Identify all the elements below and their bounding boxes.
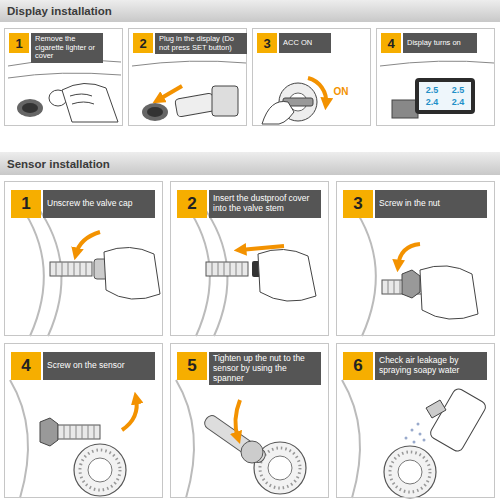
step-panel: 2Plug in the display (Do not press SET b…: [128, 28, 247, 126]
step-caption: Check air leakage by spraying soapy wate…: [375, 352, 487, 380]
step-panel: 5Tighten up the nut to the sensor by usi…: [170, 343, 329, 498]
step-panel: 1Remove the cigarette lighter or cover: [4, 28, 123, 126]
pressure-reading: 2.4: [446, 96, 470, 108]
step-number: 2: [177, 190, 207, 218]
plug-illustration: [132, 61, 246, 121]
step-panel: 1Unscrew the valve cap: [4, 181, 163, 336]
pressure-reading: 2.5: [446, 84, 470, 96]
step-caption: Plug in the display (Do not press SET bu…: [155, 33, 247, 54]
step-number: 6: [343, 352, 373, 380]
step-caption: Display turns on: [403, 33, 477, 53]
step-caption: Screw on the sensor: [43, 352, 155, 380]
step-caption: ACC ON: [279, 33, 331, 53]
switch-label: ON: [330, 86, 352, 98]
valve-cap-illustration: [20, 205, 160, 336]
spanner-illustration: [176, 380, 306, 498]
pressure-reading: 2.4: [420, 96, 444, 108]
nut-illustration: [352, 205, 478, 336]
step-number: 3: [343, 190, 373, 218]
step-caption: Unscrew the valve cap: [43, 190, 155, 218]
step-number: 4: [11, 352, 41, 380]
step-number: 4: [381, 33, 401, 53]
step-caption: Tighten up the nut to the sensor by usin…: [209, 352, 321, 385]
display-illustration: [380, 61, 494, 118]
step-number: 1: [11, 190, 41, 218]
ignition-illustration: [262, 78, 326, 124]
section-band: Sensor installation: [0, 152, 500, 175]
spray-illustration: [342, 380, 488, 498]
step-panel: 3ACC ON: [252, 28, 371, 126]
section-band: Display installation: [0, 0, 500, 22]
step-number: 3: [257, 33, 277, 53]
step-panel: 4Display turns on: [376, 28, 495, 126]
step-panel: 2Insert the dustproof cover into the val…: [170, 181, 329, 336]
step-caption: Insert the dustproof cover into the valv…: [209, 190, 321, 218]
dashboard-illustration: [8, 60, 121, 122]
section-title: Sensor installation: [7, 152, 110, 175]
step-panel: 6Check air leakage by spraying soapy wat…: [336, 343, 495, 498]
dustproof-cover-illustration: [186, 205, 316, 336]
step-number: 1: [9, 33, 29, 53]
step-panel: 3Screw in the nut: [336, 181, 495, 336]
step-number: 5: [177, 352, 207, 380]
pressure-reading: 2.5: [420, 84, 444, 96]
step-caption: Screw in the nut: [375, 190, 487, 218]
step-caption: Remove the cigarette lighter or cover: [31, 33, 103, 63]
sensor-mount-illustration: [10, 380, 137, 498]
section-title: Display installation: [7, 0, 112, 22]
step-panel: 4Screw on the sensor: [4, 343, 163, 498]
step-number: 2: [133, 33, 153, 53]
